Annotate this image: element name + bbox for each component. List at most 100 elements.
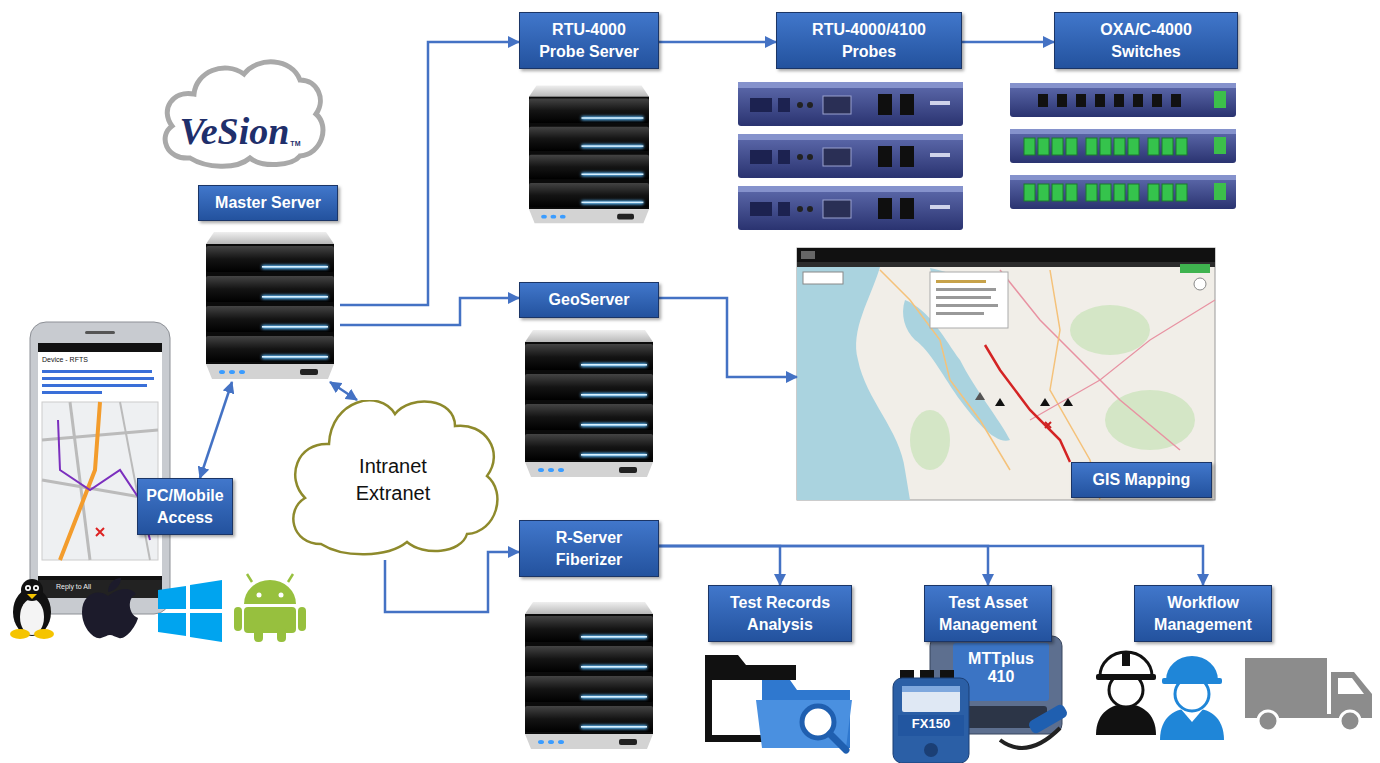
connector-arrow [385, 552, 519, 612]
server-icon [529, 85, 649, 223]
node-text: PC/Mobile Access [144, 485, 226, 528]
connector-arrow [659, 41, 776, 44]
gis-map-screenshot [1070, 305, 1150, 355]
node-text: VeSion [180, 112, 290, 150]
smartphone [96, 528, 104, 536]
node-text: TM [290, 140, 300, 150]
probe-units [738, 134, 963, 178]
function-box: Workflow Management [1134, 585, 1272, 643]
gis-map-screenshot [797, 262, 1215, 267]
connector-arrow [659, 298, 797, 377]
smartphone [42, 391, 102, 394]
switch-units [1010, 175, 1236, 209]
function-box: Test Asset Management [924, 585, 1052, 643]
cloud-outline [293, 400, 497, 554]
gis-map-screenshot [797, 248, 1215, 262]
gis-map-screenshot [985, 345, 1070, 462]
workforce-icons [1122, 652, 1130, 666]
device-model-label: FX150 [898, 717, 964, 732]
os-logos [257, 593, 262, 598]
node-text: Master Server [215, 192, 321, 214]
test-instruments [893, 678, 969, 763]
workforce-icons [1096, 704, 1156, 735]
logo-content: VeSionTM [160, 58, 320, 168]
label-box: PC/Mobile Access [137, 478, 233, 535]
test-instruments [924, 743, 938, 757]
os-logos [190, 613, 222, 642]
os-logos [35, 587, 38, 590]
os-logos [158, 613, 186, 636]
connector-arrow [659, 546, 780, 585]
smartphone [42, 384, 147, 387]
switch-units [1010, 83, 1236, 209]
server-node: Master Server [198, 185, 340, 382]
label-box: Workflow Management [1134, 585, 1272, 642]
label-box: Master Server [198, 185, 338, 221]
workforce-icons [1338, 678, 1364, 694]
gis-map-screenshot [1194, 278, 1206, 290]
gis-map-screenshot [995, 398, 1005, 406]
label-box: OXA/C-4000 Switches [1054, 12, 1238, 69]
server-node: R-Server Fiberizer [519, 520, 659, 758]
device-model-label: MTTplus 410 [956, 650, 1046, 687]
gis-map-screenshot [936, 296, 991, 299]
test-instruments [1027, 703, 1069, 735]
gis-map-node: GIS Mapping [797, 248, 1215, 500]
os-logos [244, 607, 296, 633]
workforce-icons [1162, 678, 1222, 684]
server-icon [206, 232, 334, 379]
screen-text: Reply to All [56, 583, 152, 591]
smartphone [42, 377, 154, 380]
workforce-icons [1245, 658, 1327, 714]
smartphone [38, 343, 162, 598]
gis-map-screenshot [1063, 398, 1073, 406]
node-text: GeoServer [549, 289, 630, 311]
label-box: RTU-4000 Probe Server [519, 12, 659, 69]
gis-map-screenshot [930, 272, 1008, 328]
folder-search-icon [705, 655, 852, 750]
probe-units [738, 82, 963, 126]
os-logos [244, 580, 296, 604]
gis-map-screenshot [803, 272, 843, 284]
node-text: Test Asset Management [932, 592, 1044, 635]
os-logos [234, 607, 242, 631]
smartphone [70, 402, 90, 560]
os-logos [279, 593, 284, 598]
os-logos [298, 607, 306, 631]
access-box: PC/Mobile Access [137, 478, 233, 536]
server-node: RTU-4000 Probe Server [519, 12, 659, 227]
os-logos [277, 628, 286, 642]
folder-search-icon [830, 734, 846, 750]
os-logos [10, 629, 30, 639]
label-box: GeoServer [519, 282, 659, 318]
node-text: R-Server Fiberizer [534, 527, 644, 570]
workforce-icons [1160, 708, 1224, 740]
workforce-icons [1096, 674, 1156, 680]
gis-map-screenshot [1180, 264, 1210, 273]
gis-map-screenshot [910, 410, 950, 470]
os-logos [254, 628, 263, 642]
os-logos [25, 585, 31, 591]
server-icon [525, 330, 653, 477]
os-logos [108, 578, 121, 592]
os-logos [247, 574, 252, 582]
connector-arrow [200, 382, 232, 478]
os-logos [190, 580, 222, 609]
smartphone [85, 331, 115, 334]
connector-arrow [659, 546, 1203, 585]
connector-arrow [330, 382, 357, 400]
probe-units [738, 186, 963, 230]
os-logos [82, 589, 138, 638]
smartphone [42, 370, 152, 373]
os-logos [27, 587, 30, 590]
connector-arrow [659, 546, 988, 585]
os-logos [33, 585, 39, 591]
gis-map-screenshot [1040, 398, 1050, 406]
os-logos [21, 579, 43, 601]
vesion-logo-cloud: VeSionTM [160, 58, 320, 168]
workforce-icons [1166, 656, 1218, 680]
test-instruments [902, 686, 960, 692]
label-box: GIS Mapping [1071, 462, 1212, 498]
screen-text: Device - RFTS [42, 356, 154, 364]
label-box: RTU-4000/4100 Probes [776, 12, 962, 69]
